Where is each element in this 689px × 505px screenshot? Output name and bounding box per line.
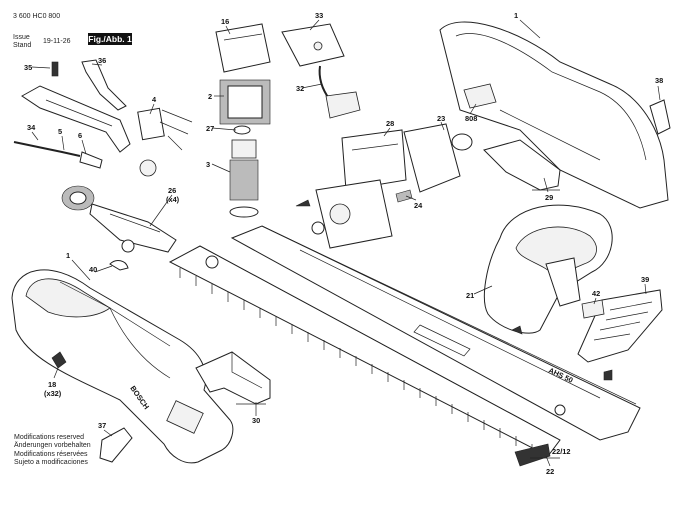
blade-end-cap [514, 443, 551, 467]
motor-brush-holder-16 [215, 23, 271, 73]
callout-22-12: 22/12 [552, 447, 571, 456]
callout-21: 21 [466, 291, 474, 300]
callout-3: 3 [206, 160, 210, 169]
callout-29: 29 [545, 193, 553, 202]
callout-38: 38 [655, 76, 663, 85]
cutting-blade-guard: AHS 50 [230, 225, 641, 441]
modifications-notes: Modifications reserved Änderungen vorbeh… [14, 434, 91, 468]
armature-3 [229, 139, 259, 218]
label-42 [581, 299, 605, 319]
callout-27: 27 [206, 124, 214, 133]
switch-block-4 [137, 107, 193, 177]
callout-24: 24 [414, 201, 423, 210]
callout-30: 30 [252, 416, 260, 425]
switch-lever [21, 85, 131, 153]
housing-right-half [439, 21, 669, 209]
callout-1-left: 1 [66, 251, 70, 260]
bolt-24 [395, 189, 413, 203]
note-german: Änderungen vorbehalten [14, 442, 91, 450]
callout-26-qty: (x4) [166, 195, 180, 204]
issue-date: 19-11-26 [43, 38, 71, 45]
callout-4: 4 [152, 95, 157, 104]
housing-left-half: BOSCH [11, 269, 234, 464]
callout-42: 42 [592, 289, 600, 298]
handle-grip-29 [483, 139, 561, 191]
note-english: Modifications reserved [14, 434, 85, 441]
switch-rod-36 [81, 59, 127, 111]
gear-housing-28 [341, 129, 407, 191]
callout-28: 28 [386, 119, 394, 128]
callout-40: 40 [89, 265, 97, 274]
bearing-ring-27 [233, 125, 251, 135]
callout-32: 32 [296, 84, 304, 93]
callout-36: 36 [98, 56, 106, 65]
figure-label: Fig./Abb. 1 [88, 33, 132, 45]
callout-2: 2 [208, 92, 212, 101]
gear-assembly [61, 185, 219, 269]
callout-1-right: 1 [514, 11, 518, 20]
callout-5: 5 [58, 127, 62, 136]
clip-38 [649, 99, 671, 135]
document-number: 3 600 HC0 800 [13, 13, 61, 20]
spring-clip [109, 260, 129, 271]
callout-22: 22 [546, 467, 554, 476]
note-spanish: Sujeto a modificaciones [14, 459, 88, 467]
callout-23: 23 [437, 114, 445, 123]
cable-harness-32 [318, 65, 361, 119]
gear-housing-23 [403, 123, 473, 193]
label-808 [463, 83, 497, 109]
callout-39: 39 [641, 275, 649, 284]
gear-housing-body [295, 179, 393, 249]
callout-34: 34 [27, 123, 36, 132]
issue-label: Issue [13, 34, 30, 41]
spring-35 [51, 61, 59, 77]
callout-26: 26 [168, 186, 176, 195]
cutting-blade-teeth [168, 245, 561, 457]
cable-clamp-6 [79, 151, 103, 169]
latch-clip [99, 427, 133, 463]
front-handle-21 [483, 204, 613, 335]
front-handle-guard [195, 351, 271, 405]
callout-6: 6 [78, 131, 82, 140]
callout-18-qty: (x32) [44, 389, 62, 398]
callout-16: 16 [221, 17, 229, 26]
callout-33: 33 [315, 11, 323, 20]
callout-37: 37 [98, 421, 106, 430]
stand-label: Stand [13, 42, 32, 49]
bracket-33 [281, 23, 345, 67]
motor-stator-2 [219, 79, 271, 125]
callout-35: 35 [24, 63, 32, 72]
callout-18: 18 [48, 380, 56, 389]
screw-18 [51, 351, 67, 369]
cable-5 [13, 141, 81, 157]
callout-808: 808 [465, 114, 477, 123]
note-french: Modifications réservées [14, 450, 88, 458]
